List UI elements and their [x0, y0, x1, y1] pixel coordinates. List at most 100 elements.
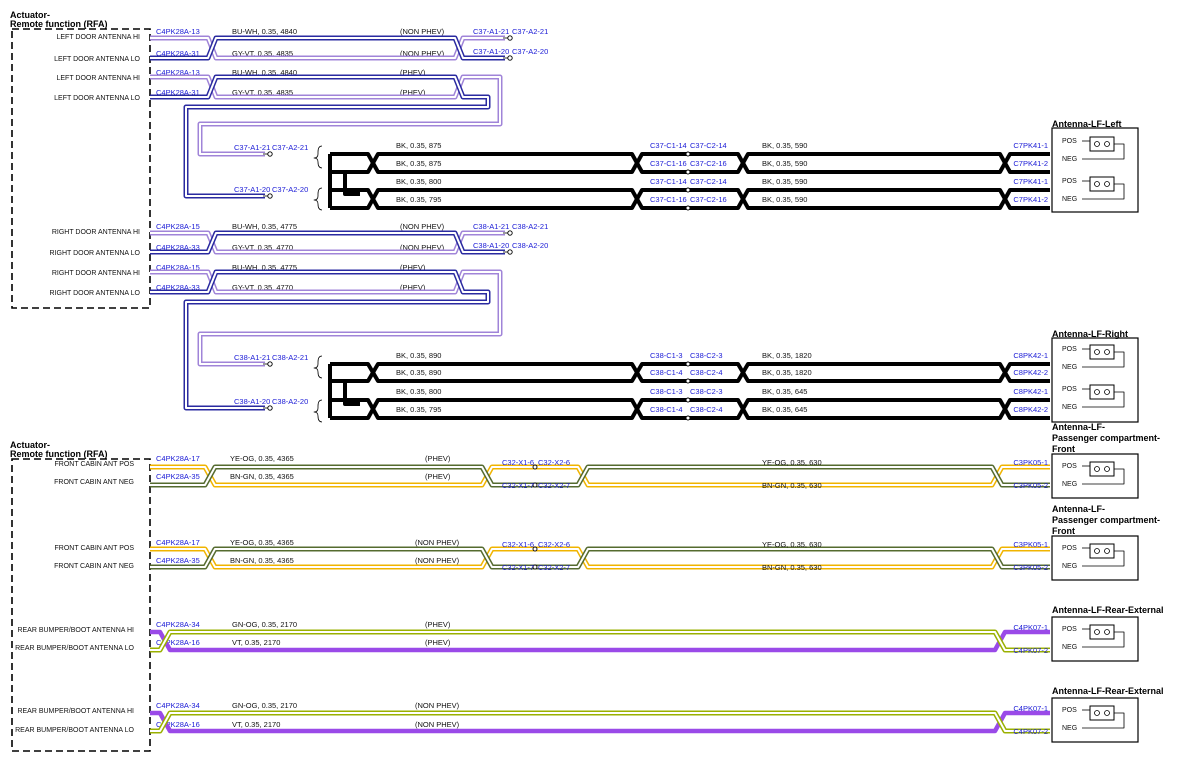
splice-ref: C37-C1-14: [650, 177, 687, 186]
wire-spec: BK, 0.35, 590: [762, 141, 807, 150]
splice-point: [685, 187, 691, 193]
variant-label: (PHEV): [425, 472, 451, 481]
splice-point: [532, 482, 538, 488]
brace: [313, 355, 323, 379]
antenna-coil: [1094, 389, 1100, 395]
connector-ref: C4PK28A-34: [156, 620, 200, 629]
connector-ref: C4PK28A-16: [156, 638, 200, 647]
connector-ref: C4PK28A-35: [156, 472, 200, 481]
splice-ref: C32-X2-7: [538, 481, 570, 490]
splice-point: [532, 464, 538, 470]
connector-ref: C4PK28A-35: [156, 556, 200, 565]
connector-ref: C4PK28A-17: [156, 538, 200, 547]
pin-ref: C3PK05-1: [1013, 458, 1048, 467]
splice-ref: C32-X2-6: [538, 540, 570, 549]
variant-label: (PHEV): [425, 638, 451, 647]
rear-lo-wire: [150, 629, 1050, 653]
wire-spec: BU-WH, 0.35, 4775: [232, 222, 297, 231]
pin-label: FRONT CABIN ANT NEG: [54, 563, 134, 570]
splice-ref: C32-X1-7: [502, 481, 534, 490]
left-nonphev-hi-core: [150, 37, 505, 59]
pin-label: RIGHT DOOR ANTENNA LO: [50, 290, 141, 297]
antenna-coil: [1094, 141, 1100, 147]
antenna-coil: [1094, 466, 1100, 472]
wire-spec: BN-GN, 0.35, 4365: [230, 556, 294, 565]
wire-spec: BK, 0.35, 795: [396, 405, 441, 414]
wire-spec: BK, 0.35, 800: [396, 177, 441, 186]
pin-label: REAR BUMPER/BOOT ANTENNA HI: [17, 627, 134, 634]
antenna-symbol: [1089, 176, 1115, 192]
neg-label: NEG: [1062, 404, 1077, 411]
pos-label: POS: [1062, 626, 1077, 633]
junction-ref: C38-A1-21: [234, 353, 270, 362]
neg-label: NEG: [1062, 644, 1077, 651]
antenna-coil: [1104, 710, 1110, 716]
right-nonphev-term-hi: [507, 230, 513, 236]
neg-label: NEG: [1062, 364, 1077, 371]
junction-bridge: [343, 172, 360, 196]
pin-ref: C8PK42-2: [1013, 405, 1048, 414]
junction-in-0-a: [267, 151, 273, 157]
pin-ref: C8PK42-1: [1013, 387, 1048, 396]
wire-spec: GN-OG, 0.35, 2170: [232, 701, 297, 710]
wire-spec: YE-OG, 0.35, 630: [762, 458, 822, 467]
wire-spec: BU-WH, 0.35, 4840: [232, 27, 297, 36]
wire-spec: BK, 0.35, 645: [762, 405, 807, 414]
pin-ref: C3PK05-2: [1013, 563, 1048, 572]
junction-in-1-b: [267, 405, 273, 411]
wire-spec: BN-GN, 0.35, 630: [762, 481, 822, 490]
wire-spec: BK, 0.35, 590: [762, 177, 807, 186]
splice-ref: C37-C2-16: [690, 195, 727, 204]
pin-ref: C4PK07-1: [1013, 623, 1048, 632]
antenna-coil: [1104, 181, 1110, 187]
wire-spec: BK, 0.35, 875: [396, 159, 441, 168]
terminal-ref: C38-A2-20: [512, 241, 548, 250]
right-phev-lo-core: [150, 271, 489, 409]
pin-ref: C8PK42-2: [1013, 368, 1048, 377]
antenna-title: Antenna-LF-: [1052, 422, 1105, 432]
left-phev-hi: [150, 74, 503, 157]
splice-ref: C37-C1-16: [650, 195, 687, 204]
splice-point: [685, 397, 691, 403]
pin-ref: C3PK05-2: [1013, 481, 1048, 490]
pin-ref: C8PK42-1: [1013, 351, 1048, 360]
antenna-title: Antenna-LF-: [1052, 504, 1105, 514]
pin-label: REAR BUMPER/BOOT ANTENNA LO: [15, 645, 134, 652]
wire-spec: BN-GN, 0.35, 630: [762, 563, 822, 572]
terminal-ref: C38-A2-21: [512, 222, 548, 231]
wire-spec: BK, 0.35, 1820: [762, 351, 812, 360]
actuator-subtitle: Remote function (RFA): [10, 449, 108, 459]
connector-ref: C4PK28A-15: [156, 222, 200, 231]
pos-label: POS: [1062, 545, 1077, 552]
left-nonphev-term-lo: [507, 55, 513, 61]
antenna-coil: [1104, 466, 1110, 472]
antenna-title: Antenna-LF-Rear-External: [1052, 605, 1164, 615]
rear-lo-wire: [150, 710, 1050, 734]
connector-ref: C4PK28A-31: [156, 88, 200, 97]
antenna-coil: [1104, 629, 1110, 635]
rear-hi-wire-core: [150, 712, 1050, 732]
actuator-title: Actuator-: [10, 440, 50, 450]
right-nonphev-hi-core: [150, 232, 505, 253]
neg-label: NEG: [1062, 196, 1077, 203]
antenna-coil: [1094, 181, 1100, 187]
actuator-box-1: [11, 458, 151, 752]
pin-ref: C7PK41-1: [1013, 141, 1048, 150]
left-nonphev-term-hi: [507, 35, 513, 41]
splice-point: [532, 546, 538, 552]
brace: [313, 145, 323, 169]
right-nonphev-lo-core: [150, 232, 505, 253]
wire-spec: BK, 0.35, 795: [396, 195, 441, 204]
splice-ref: C37-C2-14: [690, 177, 727, 186]
terminal-ref: C37-A1-20: [473, 47, 509, 56]
junction-ref: C37-A2-21: [272, 143, 308, 152]
actuator-title: Actuator-: [10, 10, 50, 20]
splice-point: [685, 151, 691, 157]
antenna-title: Front: [1052, 526, 1075, 536]
antenna-symbol: [1089, 624, 1115, 640]
splice-ref: C37-C1-16: [650, 159, 687, 168]
variant-label: (NON PHEV): [415, 720, 460, 729]
splice-point: [685, 205, 691, 211]
left-nonphev-lo-core: [150, 37, 505, 59]
pin-label: FRONT CABIN ANT POS: [55, 545, 135, 552]
